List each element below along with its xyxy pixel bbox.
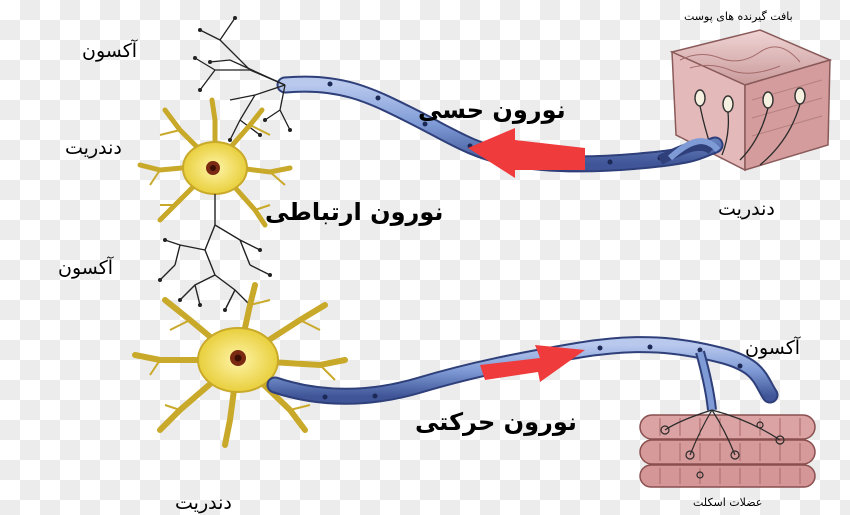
label-dendrite-bottom: دندریت <box>175 492 232 514</box>
label-axon-right: آکسون <box>745 337 800 359</box>
label-dendrite-top-left: دندریت <box>65 137 122 159</box>
label-sensory-neuron: نورون حسی <box>418 96 566 124</box>
interneuron-axon-terminals <box>195 18 290 140</box>
skeletal-muscle <box>640 410 815 487</box>
label-skin-tissue: بافت گیرنده های پوست <box>684 10 793 23</box>
label-dendrite-right: دندریت <box>718 198 775 220</box>
label-skeletal-muscle: عضلات اسکلت <box>693 496 762 509</box>
label-interneuron: نورون ارتباطی <box>265 198 443 226</box>
label-motor-neuron: نورون حرکتی <box>415 408 577 436</box>
motor-neuron-cell-body <box>135 285 345 445</box>
label-axon-top: آکسون <box>82 40 137 62</box>
motor-axon <box>275 345 770 411</box>
label-axon-middle-left: آکسون <box>58 257 113 279</box>
